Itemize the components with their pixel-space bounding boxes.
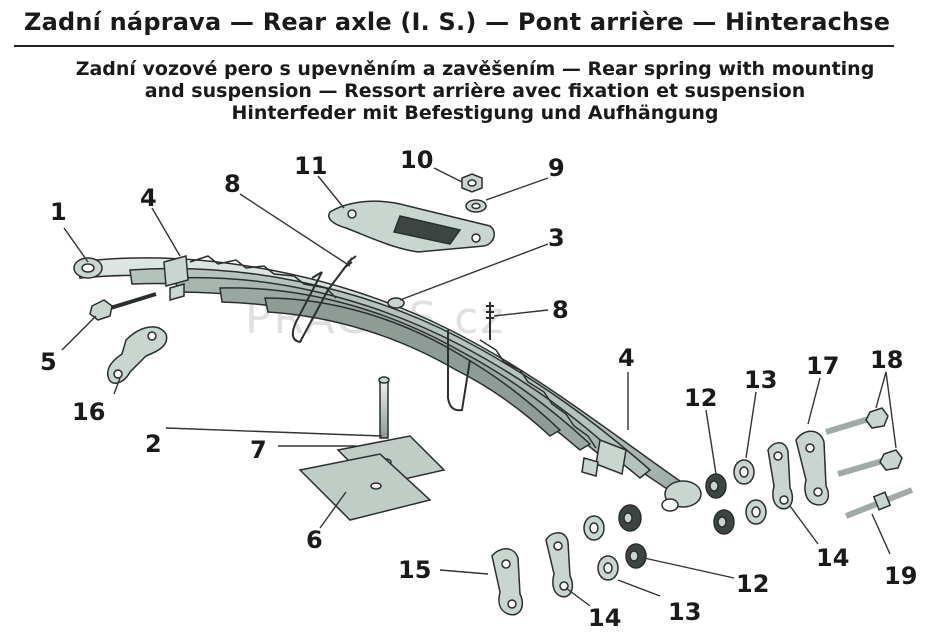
- subtitle: Zadní vozové pero s upevněním a zavěšení…: [40, 58, 910, 124]
- callout-5: 5: [40, 348, 57, 376]
- callout-10: 10: [400, 146, 433, 174]
- leaf-spring: [73, 255, 702, 512]
- shackle-bolt-upper: [825, 407, 889, 435]
- callout-4-left: 4: [140, 184, 157, 212]
- subtitle-line-2: and suspension — Ressort arrière avec fi…: [144, 80, 806, 102]
- bushing-washer-lower-2: [597, 555, 619, 581]
- shackle-bolt-lower: [837, 449, 903, 477]
- callout-11: 11: [294, 152, 327, 180]
- rubber-bushing-upper-1: [705, 473, 727, 499]
- rubber-bushing-lower-2: [625, 543, 647, 569]
- callout-14-lower: 14: [588, 604, 621, 632]
- callout-12-lower: 12: [736, 570, 769, 598]
- callout-8-left: 8: [224, 170, 241, 198]
- callout-labels: 1 2 3 4 4 5 6 7 8 8 9 10 11 12 12 13 13 …: [40, 146, 917, 632]
- shackle-plate-lower-outer: [491, 548, 524, 616]
- shackle-plate-right-inner: [767, 442, 794, 510]
- callout-18: 18: [870, 346, 903, 374]
- callout-16: 16: [72, 398, 105, 426]
- nut: [461, 173, 483, 193]
- callout-2: 2: [145, 430, 162, 458]
- rubber-bushing-lower-1: [618, 504, 642, 532]
- bushing-washer-lower-1: [583, 515, 605, 541]
- shackle-plate-left: [107, 326, 168, 384]
- callout-8-right: 8: [552, 296, 569, 324]
- spring-clip-right: [581, 438, 627, 477]
- threaded-pin: [844, 487, 914, 519]
- callout-4-right: 4: [618, 344, 635, 372]
- lock-washer: [465, 199, 487, 213]
- title-rule: [14, 45, 894, 47]
- callout-7: 7: [250, 436, 267, 464]
- spring-clip-left: [163, 255, 189, 301]
- callout-13-lower: 13: [668, 598, 701, 626]
- shackle-plate-lower-inner: [545, 532, 574, 598]
- spring-top-plate: [328, 200, 495, 253]
- bushing-washer-upper-2: [745, 499, 767, 525]
- callout-1: 1: [50, 198, 67, 226]
- u-bolt-right: [447, 302, 494, 412]
- page-title: Zadní náprava — Rear axle (I. S.) — Pont…: [24, 8, 891, 36]
- callout-13-upper: 13: [744, 366, 777, 394]
- callout-17: 17: [806, 352, 839, 380]
- centre-bolt: [378, 376, 390, 439]
- callout-15: 15: [398, 556, 431, 584]
- callout-6: 6: [306, 526, 323, 554]
- bushing-washer-upper-1: [733, 459, 755, 485]
- eye-bolt: [89, 292, 157, 321]
- leader-lines: [61, 167, 897, 607]
- callout-9: 9: [548, 154, 565, 182]
- callout-12-upper: 12: [684, 384, 717, 412]
- subtitle-line-1: Zadní vozové pero s upevněním a zavěšení…: [75, 58, 875, 80]
- callout-14-right: 14: [816, 544, 849, 572]
- spring-pad-lower: [298, 453, 432, 521]
- callout-3: 3: [548, 224, 565, 252]
- callout-19: 19: [884, 562, 917, 590]
- subtitle-line-3: Hinterfeder mit Befestigung und Aufhängu…: [231, 102, 719, 124]
- rubber-bushing-upper-2: [713, 509, 735, 535]
- shackle-plate-right-outer: [795, 430, 830, 506]
